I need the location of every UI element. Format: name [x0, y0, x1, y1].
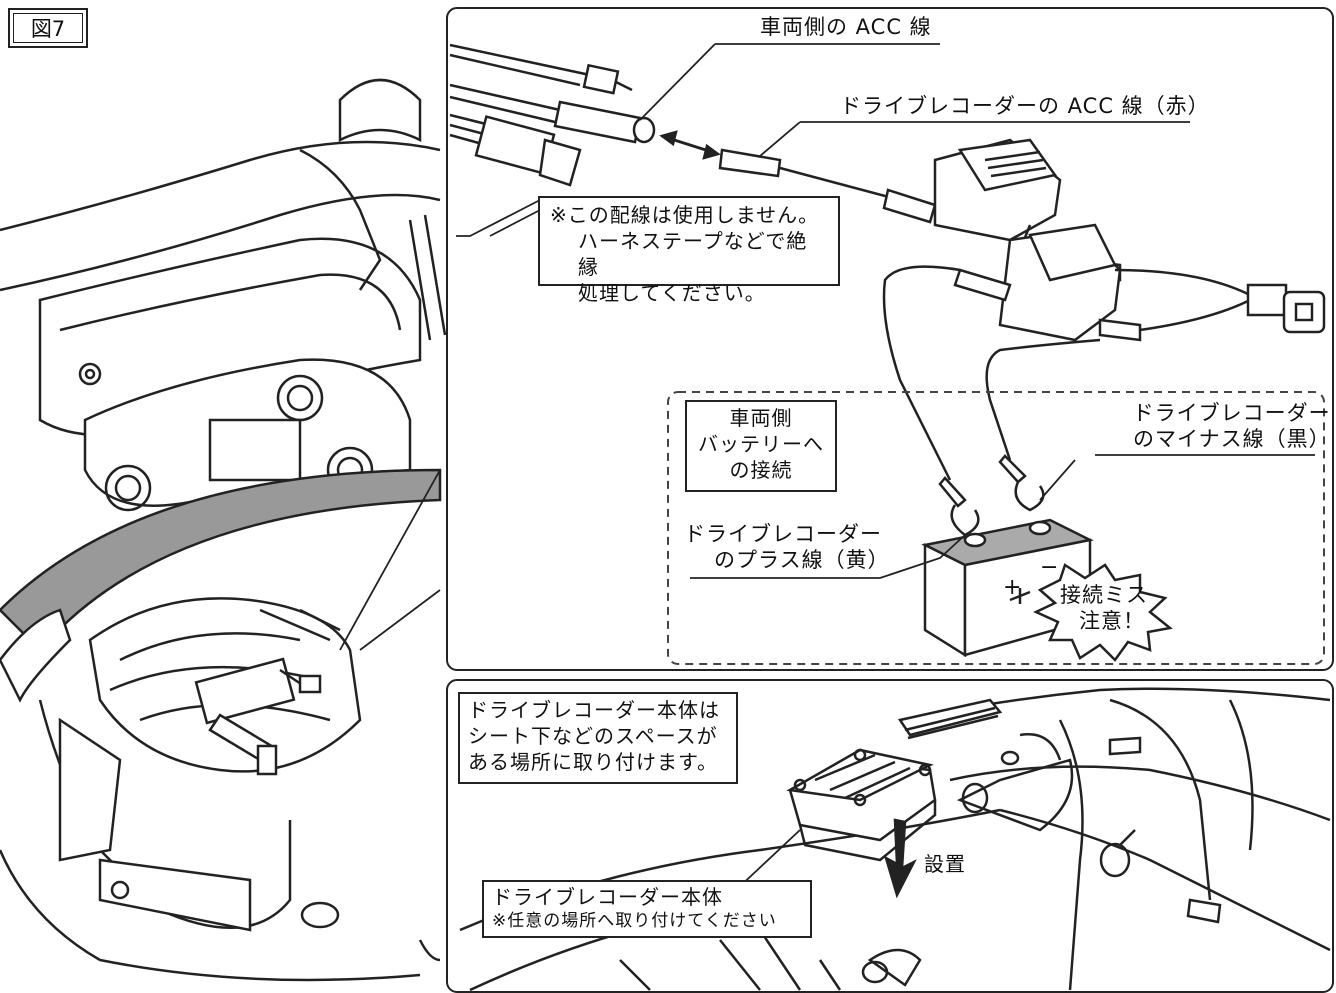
minus-wire-label: ドライブレコーダー のマイナス線（黒）: [1132, 401, 1331, 452]
plus-wire-label: ドライブレコーダー のプラス線（黄）: [684, 522, 890, 573]
connection-warning: 接続ミス 注意！: [1060, 583, 1148, 634]
top-right-panel: [446, 7, 1334, 671]
plus-terminal-sign: +: [1003, 575, 1023, 600]
mount-location-note: ドライブレコーダー本体は シート下などのスペースが ある場所に取り付けます。: [458, 692, 738, 784]
bottom-right-panel: [446, 679, 1334, 993]
vehicle-acc-label: 車両側の ACC 線: [760, 15, 932, 39]
recorder-acc-label: ドライブレコーダーの ACC 線（赤）: [840, 94, 1210, 118]
minus-terminal-sign: −: [1040, 555, 1060, 580]
battery-connection-note: 車両側 バッテリーへ の接続: [685, 400, 837, 492]
install-label: 設置: [924, 852, 966, 876]
battery-area-frame: [667, 391, 1325, 665]
unused-wire-note: ※この配線は使用しません。 ハーネステープなどで絶縁 処理してください。: [538, 196, 840, 305]
figure-label: 図7: [8, 8, 88, 48]
recorder-body-label: ドライブレコーダー本体 ※任意の場所へ取り付けてください: [482, 880, 812, 938]
left-motorcycle-drawing: [0, 78, 447, 982]
